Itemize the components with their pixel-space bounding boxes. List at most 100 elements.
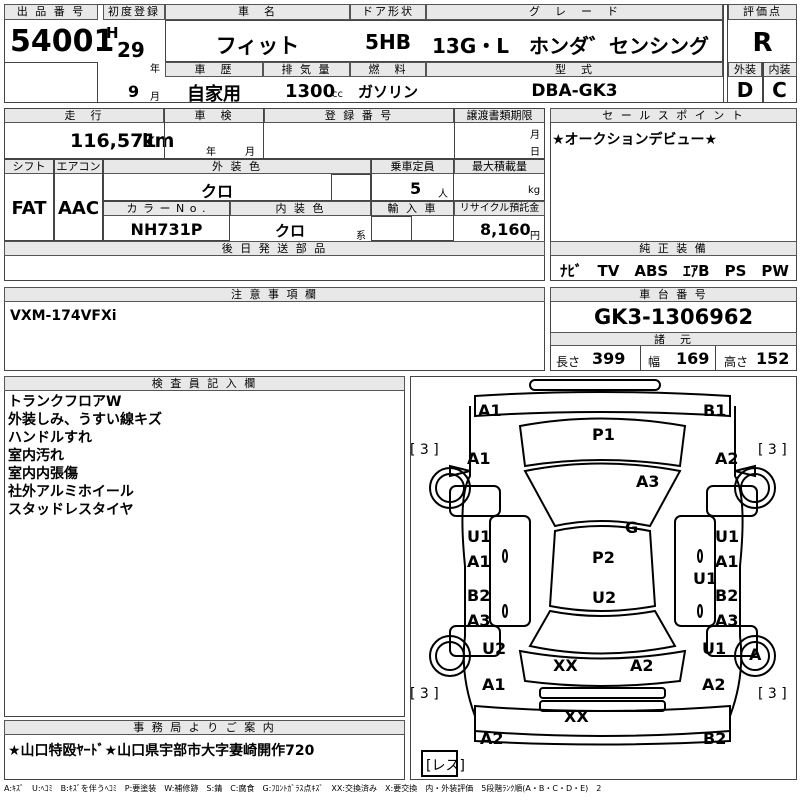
equip-value: ﾅﾋﾞ TV ABS ｴｱB PS PW (560, 262, 789, 280)
damage-label: A2 (715, 449, 739, 468)
inspector-line: 外装しみ、うすい線キズ (8, 412, 162, 428)
lot-label: 出 品 番 号 (4, 4, 98, 20)
era: H (106, 24, 119, 42)
damage-label: B1 (703, 401, 726, 420)
later-label: 後 日 発 送 部 品 (4, 241, 545, 256)
damage-label: A3 (636, 472, 660, 491)
model-value: DBA-GK3 (531, 81, 618, 101)
inspector-line: 室内内張傷 (8, 466, 78, 482)
equip-label: 純 正 装 備 (550, 241, 797, 256)
score-label: 評価点 (728, 4, 797, 20)
diagram-section (410, 376, 797, 780)
mileage-value: 116,571 (70, 130, 157, 152)
damage-label: A2 (480, 729, 504, 748)
history-value: 自家用 (187, 84, 241, 105)
capacity-col (371, 159, 454, 201)
reg-year: 29 (117, 38, 145, 62)
spare-tire-mark: [レス] (426, 758, 465, 774)
damage-label: B2 (703, 729, 726, 748)
car-label: 車 名 (165, 4, 350, 20)
damage-label: A1 (482, 675, 506, 694)
damage-label: U2 (482, 639, 506, 658)
displacement-value: 1300 (285, 81, 336, 102)
shift-col (4, 159, 54, 241)
month-unit: 月 (150, 92, 160, 103)
interior-unit: 系 (356, 231, 366, 242)
notes-value: VXM-174VFXi (10, 308, 117, 324)
ac-value: AAC (57, 198, 100, 219)
header-row2-line (165, 20, 723, 62)
damage-label: A3 (467, 611, 491, 630)
reg-label: 初度登録 (103, 4, 165, 20)
interior-value: クロ (274, 222, 305, 240)
notes-label: 注 意 事 項 欄 (4, 287, 545, 302)
sales-point: ★オークションデビュー★ (552, 132, 718, 148)
length-label: 長さ (556, 355, 581, 369)
grade-value: 13G・L ホンダ゛センシング (432, 34, 709, 58)
color-row (103, 159, 545, 201)
height-label: 高さ (724, 355, 749, 369)
office-value: ★山口特殴ﾔｰﾄﾞ★山口県宇部市大字妻崎開作720 (8, 743, 315, 759)
mileage-divider (164, 108, 264, 159)
sales-label: セ ー ル ス ポ イ ン ト (550, 108, 797, 123)
model-label: 型 式 (426, 62, 723, 77)
length-value: 399 (592, 349, 626, 368)
damage-label: U1 (715, 527, 739, 546)
spec-div1 (640, 346, 716, 371)
year-unit: 年 (150, 64, 160, 75)
recycle-unit: 円 (530, 231, 540, 242)
load-unit: kg (528, 185, 541, 196)
reg-month: 9 (128, 82, 140, 101)
inspector-line: 室内汚れ (8, 448, 64, 464)
grade-label: グ レ ー ド (426, 4, 723, 20)
interior-label: 内 装 色 (230, 201, 371, 216)
tire-mark: [ 3 ] (758, 442, 787, 458)
tire-mark: [ 3 ] (410, 442, 439, 458)
tire-mark: [ 3 ] (758, 686, 787, 702)
lot-number: 54001 (10, 24, 115, 59)
damage-label: P1 (592, 425, 615, 444)
inspector-line: ハンドルすれ (8, 430, 92, 446)
damage-label: XX (564, 707, 589, 726)
inspection-year-unit: 年 (206, 147, 216, 158)
width-value: 169 (676, 349, 710, 368)
damage-label: B2 (467, 586, 490, 605)
history-label: 車 歴 (165, 62, 263, 77)
damage-label: U1 (702, 639, 726, 658)
inspector-line: トランクフロアW (8, 394, 122, 410)
shift-value: FAT (11, 198, 47, 219)
door-value: 5HB (365, 30, 411, 54)
int-value: C (772, 78, 787, 102)
colorno-col (103, 201, 230, 241)
ext-label: 外装 (728, 62, 762, 77)
int-divider (762, 62, 764, 103)
capacity-value: 5 (410, 179, 422, 198)
inspector-notes: トランクフロアW 外装しみ、うすい線キズ ハンドルすれ 室内汚れ 室内内張傷 社… (8, 393, 162, 519)
width-label: 幅 (648, 355, 661, 369)
mileage-unit: km (142, 130, 175, 152)
damage-label: B2 (715, 586, 738, 605)
import-sub (371, 216, 412, 241)
car-name: フィット (215, 34, 300, 58)
tire-mark: [ 3 ] (410, 686, 439, 702)
int-label: 内装 (762, 62, 797, 77)
transfer-month-unit: 月 (530, 130, 540, 141)
ac-col (54, 159, 103, 241)
color-value: クロ (200, 182, 233, 201)
legend: A:ｷｽﾞ U:ﾍｺﾐ B:ｷｽﾞを伴うﾍｺﾐ P:要塗装 W:補修跡 S:錆 … (4, 784, 602, 793)
recycle-value: 8,160 (480, 220, 531, 239)
damage-label: A1 (467, 552, 491, 571)
damage-label: A2 (702, 675, 726, 694)
office-label: 事 務 局 よ り ご 案 内 (4, 720, 405, 735)
height-value: 152 (756, 349, 790, 368)
car-damage-diagram: [ 3 ] [ 3 ] [ 3 ] [ 3 ] [レス] A1 B1 P1 A1… (410, 379, 787, 777)
fuel-value: ガソリン (357, 83, 418, 101)
inspector-label: 検 査 員 記 入 欄 (4, 376, 405, 391)
damage-label: A1 (478, 401, 502, 420)
damage-label: G (625, 518, 638, 537)
grade-divider (723, 4, 728, 103)
damage-label: A1 (467, 449, 491, 468)
score-value: R (752, 28, 773, 58)
inspector-line: 社外アルミホイール (8, 484, 134, 500)
ext-value: D (736, 78, 754, 102)
